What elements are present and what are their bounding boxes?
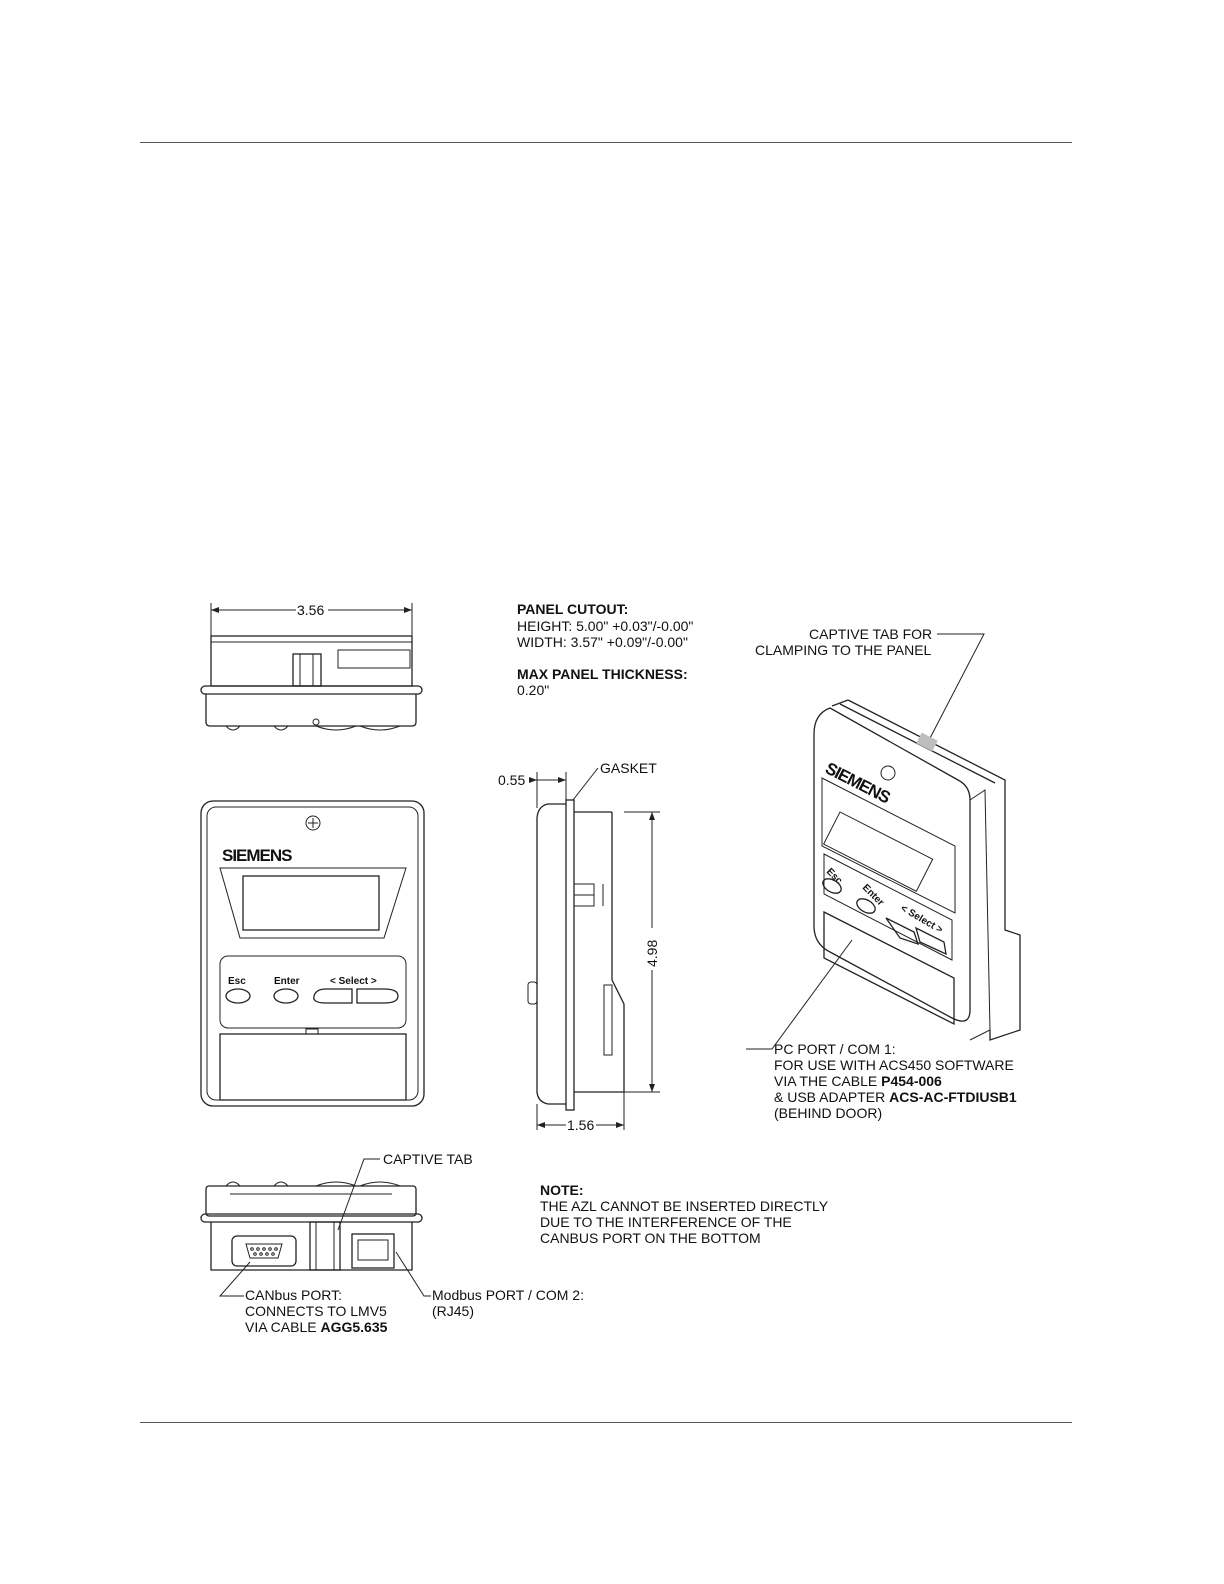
canbus-line3: VIA CABLE AGG5.635 — [245, 1319, 388, 1335]
key-esc-iso — [822, 878, 842, 894]
key-select-label: < Select > — [330, 976, 377, 987]
note-line3: CANBUS PORT ON THE BOTTOM — [540, 1230, 761, 1246]
dim-depth: 0.55 — [498, 772, 525, 788]
gasket-label: GASKET — [600, 760, 657, 776]
note-heading: NOTE: — [540, 1182, 584, 1198]
key-select-left — [313, 988, 353, 1004]
canbus-port — [231, 1235, 297, 1267]
front-view: SIEMENS Esc Enter < Select > — [200, 800, 425, 1107]
captive-tab-clamp-line2: CLAMPING TO THE PANEL — [755, 642, 932, 658]
panel-cutout-height: HEIGHT: 5.00" +0.03"/-0.00" — [517, 618, 693, 634]
modbus-line2: (RJ45) — [432, 1303, 474, 1319]
captive-tab-clamp-line1: CAPTIVE TAB FOR — [809, 626, 932, 642]
dim-top-width: 3.56 — [297, 602, 324, 618]
pc-port-line2: FOR USE WITH ACS450 SOFTWARE — [774, 1057, 1014, 1073]
key-esc-label-iso: Esc — [824, 866, 845, 887]
canbus-line2: CONNECTS TO LMV5 — [245, 1303, 387, 1319]
top-view: 3.56 — [200, 602, 423, 731]
pc-port-line3: VIA THE CABLE P454-006 — [774, 1073, 942, 1089]
key-enter-iso — [856, 898, 876, 914]
pc-port-line4: & USB ADAPTER ACS-AC-FTDIUSB1 — [774, 1089, 1017, 1105]
note-line2: DUE TO THE INTERFERENCE OF THE — [540, 1214, 792, 1230]
footer-rule — [140, 1422, 1072, 1423]
panel-cutout-heading: PANEL CUTOUT: — [517, 601, 628, 617]
captive-tab-label: CAPTIVE TAB — [383, 1151, 473, 1167]
pc-port-line1: PC PORT / COM 1: — [774, 1041, 896, 1057]
modbus-port — [351, 1233, 395, 1269]
key-enter-label: Enter — [274, 976, 300, 987]
pc-port-door-iso — [823, 910, 955, 1026]
pc-port-line5: (BEHIND DOOR) — [774, 1105, 882, 1121]
side-view: 0.55 GASKET 4.98 1.56 — [498, 760, 660, 1133]
header-rule — [140, 142, 1072, 143]
max-thickness-value: 0.20" — [517, 682, 549, 698]
key-enter — [273, 988, 299, 1004]
panel-cutout-block: PANEL CUTOUT: HEIGHT: 5.00" +0.03"/-0.00… — [517, 601, 693, 698]
key-esc-label: Esc — [228, 976, 246, 987]
dim-height: 4.98 — [644, 940, 660, 967]
key-esc — [225, 988, 251, 1004]
modbus-line1: Modbus PORT / COM 2: — [432, 1287, 584, 1303]
panel-cutout-width: WIDTH: 3.57" +0.09"/-0.00" — [517, 634, 688, 650]
canbus-line1: CANbus PORT: — [245, 1287, 342, 1303]
max-thickness-heading: MAX PANEL THICKNESS: — [517, 666, 688, 682]
note-line1: THE AZL CANNOT BE INSERTED DIRECTLY — [540, 1198, 829, 1214]
isometric-view: CAPTIVE TAB FOR CLAMPING TO THE PANEL SI… — [746, 626, 1021, 1121]
key-select-right — [356, 988, 399, 1004]
brand-logo-front: SIEMENS — [222, 846, 292, 865]
note-block: NOTE: THE AZL CANNOT BE INSERTED DIRECTL… — [540, 1182, 829, 1246]
bottom-view: CAPTIVE TAB CANbus PORT: CONNECTS TO LMV… — [200, 1151, 584, 1335]
dim-side-width: 1.56 — [567, 1117, 594, 1133]
pc-port-door — [219, 1033, 407, 1101]
